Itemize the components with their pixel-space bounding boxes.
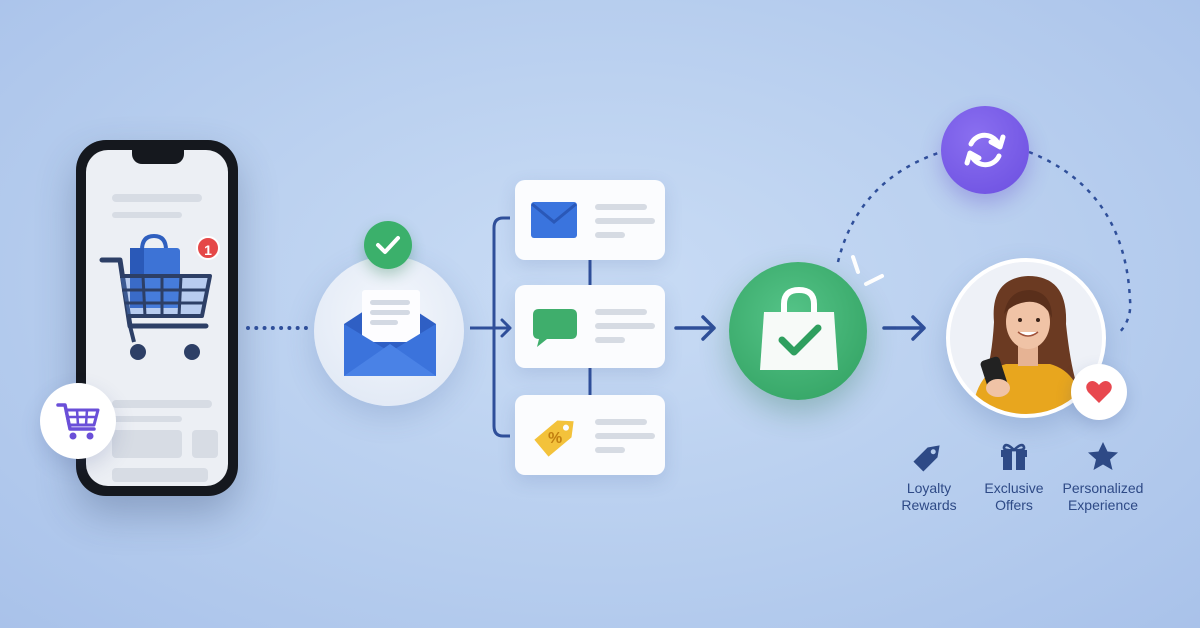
cart-button[interactable]	[40, 383, 116, 459]
shopping-cart-icon	[99, 233, 212, 360]
email-channel-card[interactable]	[515, 180, 665, 260]
purchase-node	[729, 262, 867, 400]
checkmark-icon	[364, 221, 412, 269]
benefit-line-1: Loyalty	[906, 480, 952, 496]
heart-icon	[1086, 381, 1112, 403]
arrow-to-customer	[882, 315, 926, 341]
chat-bubble-icon	[533, 309, 577, 347]
arrow-to-chat-card	[492, 318, 512, 338]
repeat-cycle-button[interactable]	[941, 106, 1029, 194]
benefit-line-1: Personalized	[1062, 480, 1144, 496]
cart-icon	[56, 403, 100, 440]
discount-tag-icon: %	[534, 420, 574, 457]
benefit-line-2: Rewards	[901, 497, 957, 513]
sparkle-line	[851, 255, 860, 274]
svg-text:%: %	[548, 430, 562, 447]
phone-notch	[132, 150, 184, 164]
chat-channel-card[interactable]	[515, 285, 665, 368]
loop-arc-left	[836, 150, 942, 263]
arrow-to-bag	[674, 315, 716, 341]
cart-notification-badge: 1	[196, 236, 220, 260]
benefit-exclusive-offers: Exclusive Offers	[964, 438, 1064, 514]
benefit-loyalty-rewards: Loyalty Rewards	[879, 438, 979, 514]
benefit-line-1: Exclusive	[984, 480, 1044, 496]
email-node	[314, 256, 464, 406]
loop-arc-right	[1028, 150, 1132, 335]
star-icon	[1088, 442, 1118, 470]
discount-channel-card[interactable]: %	[515, 395, 665, 475]
dotted-connector	[246, 326, 308, 330]
shopping-bag-check-icon	[760, 286, 838, 370]
benefit-personalized-experience: Personalized Experience	[1053, 438, 1153, 514]
email-icon	[531, 202, 577, 238]
benefit-line-2: Offers	[995, 497, 1033, 513]
benefit-line-2: Experience	[1067, 497, 1139, 513]
favorite-button[interactable]	[1071, 364, 1127, 420]
envelope-icon	[344, 290, 436, 376]
sparkle-line	[864, 274, 884, 286]
sync-icon	[964, 132, 1006, 168]
tag-icon	[913, 445, 940, 472]
gift-icon	[1001, 443, 1027, 470]
